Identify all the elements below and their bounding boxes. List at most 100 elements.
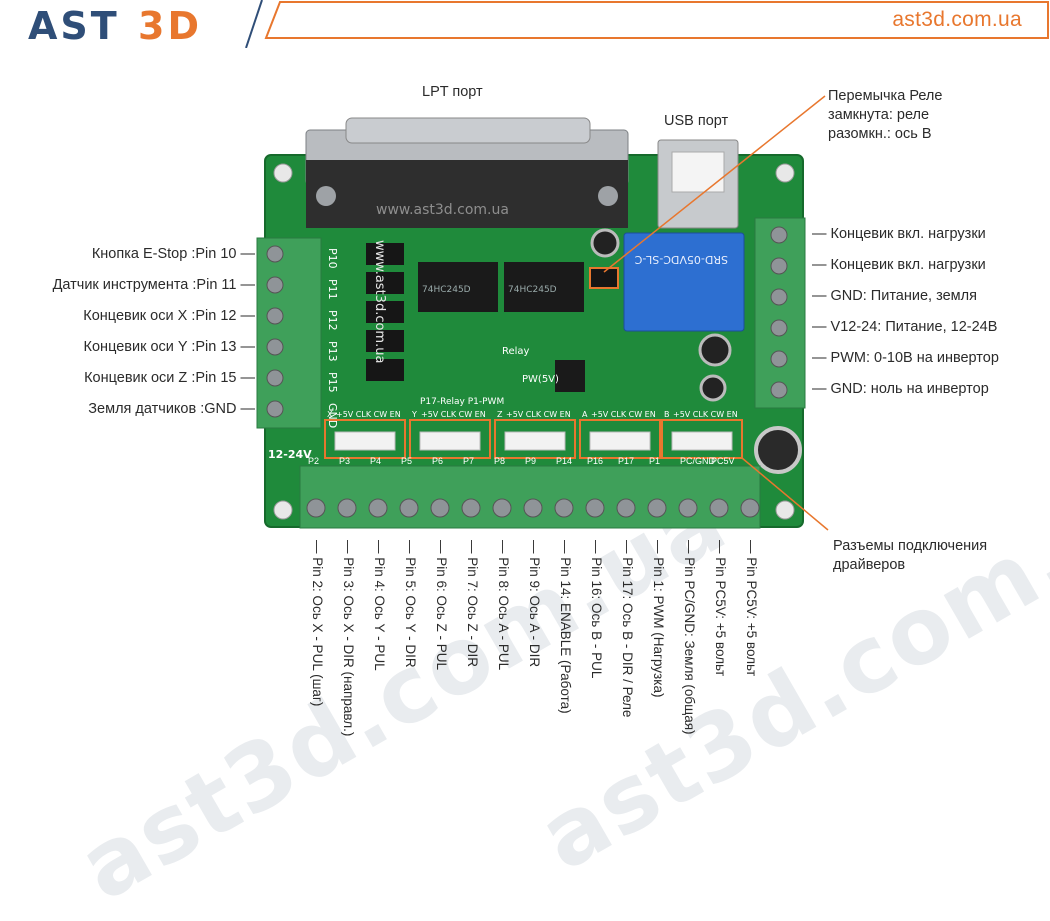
bottom-pin-silk: P2 — [308, 456, 320, 466]
left-pin-silk: GND — [326, 403, 339, 428]
header-logo-panel: AST 3D — [0, 0, 270, 48]
bottom-pin-label: — Pin 1: PWM (Нагрузка) — [651, 540, 666, 698]
lpt-screw — [598, 186, 618, 206]
terminal-screw — [523, 498, 543, 518]
driver-header-label: A — [582, 410, 588, 419]
driver-header-pins: +5V CLK CW EN — [421, 410, 486, 419]
lpt-connector-body — [306, 160, 628, 228]
right-terminal-screws — [770, 226, 788, 399]
lpt-port-label: LPT порт — [422, 84, 483, 100]
terminal-screw — [740, 498, 760, 518]
drivers-label-1: Разъемы подключения — [833, 538, 988, 554]
leader-relay-jumper — [603, 95, 826, 273]
bottom-pin-silk: P8 — [494, 456, 506, 466]
bottom-pin-label: — Pin 6: Ось Z - PUL — [434, 540, 449, 671]
optocouplers — [366, 243, 404, 381]
chip-74hc245 — [504, 262, 584, 312]
bottom-pin-silk: P16 — [587, 456, 604, 466]
relay-text: SRD-05VDC-SL-C — [634, 253, 728, 266]
lpt-connector-flange — [345, 117, 591, 144]
header-bar — [264, 1, 1049, 39]
left-pin-silk: P13 — [326, 341, 339, 362]
voltage-silk: 12-24V — [268, 448, 312, 461]
terminal-screw — [709, 498, 729, 518]
driver-header-label: Y — [411, 410, 417, 419]
capacitor — [590, 228, 620, 258]
bottom-pin-silk: P6 — [432, 456, 444, 466]
pw-silk: PW(5V) — [522, 374, 559, 385]
right-label-2: — Концевик вкл. нагрузки — [812, 257, 986, 273]
left-label-limit-x: Концевик оси X :Pin 12 — — [83, 308, 255, 324]
right-label-1: — Концевик вкл. нагрузки — [812, 226, 986, 242]
terminal-screw — [430, 498, 450, 518]
bottom-pin-silk: P1 — [649, 456, 661, 466]
transistor — [555, 360, 585, 392]
bottom-pin-label: — Pin PC5V: +5 вольт — [744, 540, 759, 677]
chip-74hc245 — [418, 262, 498, 312]
terminal-screw — [616, 498, 636, 518]
mount-hole — [775, 500, 795, 520]
drivers-label-2: драйверов — [833, 557, 906, 573]
right-label-v12-24: — V12-24: Питание, 12-24В — [812, 319, 998, 335]
driver-header-pins: +5V CLK CW EN — [673, 410, 738, 419]
capacitor — [698, 333, 732, 367]
bottom-pin-label: — Pin 8: Ось A - PUL — [496, 540, 511, 671]
terminal-screw — [492, 498, 512, 518]
terminal-screw — [461, 498, 481, 518]
left-label-estop: Кнопка E-Stop :Pin 10 — — [91, 246, 255, 262]
site-url[interactable]: ast3d.com.ua — [892, 8, 1022, 31]
pcb-url-vertical: www.ast3d.com.ua — [372, 240, 387, 363]
terminal-screw — [306, 498, 326, 518]
driver-header-pins: +5V CLK CW EN — [336, 410, 401, 419]
right-label-pwm: — PWM: 0-10В на инвертор — [812, 350, 999, 366]
relay-jumper-label-3: разомкн.: ось B — [828, 126, 932, 142]
breakout-board: www.ast3d.com.ua SRD-05VDC-SL-C 74HC245D… — [256, 95, 829, 531]
terminal-screw — [368, 498, 388, 518]
chip-label: 74HC245D — [422, 285, 471, 295]
usb-port-label: USB порт — [664, 113, 729, 129]
bottom-pin-label: — Pin 5: Ось Y - DIR — [403, 540, 418, 668]
driver-header-label: X — [327, 410, 333, 419]
bottom-pin-label: — Pin 16: Ось B - PUL — [589, 540, 604, 679]
left-label-limit-z: Концевик оси Z :Pin 15 — — [84, 370, 255, 386]
bottom-pin-label: — Pin PC5V: +5 вольт — [713, 540, 728, 677]
bottom-pin-silk: P5 — [401, 456, 413, 466]
relay-jumper-label-1: Перемычка Реле — [828, 88, 943, 104]
driver-header-label: Z — [497, 410, 503, 419]
bottom-terminal-screws — [306, 498, 760, 518]
left-label-gnd: Земля датчиков :GND — — [88, 401, 255, 417]
terminal-screw — [337, 498, 357, 518]
driver-headers — [324, 419, 743, 459]
bottom-pin-silk: P17 — [618, 456, 635, 466]
terminal-screw — [585, 498, 605, 518]
bottom-pin-silk: P9 — [525, 456, 537, 466]
chip-label: 74HC245D — [508, 285, 557, 295]
bottom-pin-label: — Pin 7: Ось Z - DIR — [465, 540, 480, 668]
logo-3d: 3D — [138, 4, 202, 48]
left-pin-silk: P15 — [326, 372, 339, 393]
pcb-url-silk: www.ast3d.com.ua — [376, 202, 509, 218]
left-pin-silk: P11 — [326, 279, 339, 300]
relay-jumper-label-2: замкнута: реле — [828, 107, 930, 123]
right-label-gnd-inverter: — GND: ноль на инвертор — [812, 381, 989, 397]
left-pin-silk: P12 — [326, 310, 339, 331]
left-terminal-screws — [266, 245, 284, 418]
bottom-pin-label: — Pin PC/GND: Земля (общая) — [682, 540, 697, 735]
bottom-terminal-block — [299, 465, 761, 529]
bottom-pin-silk: PC5V — [711, 456, 735, 466]
bottom-pin-silk: PC/GND — [680, 456, 716, 466]
right-label-gnd-power: — GND: Питание, земля — [812, 288, 977, 304]
right-terminal-block — [754, 217, 806, 409]
left-label-limit-y: Концевик оси Y :Pin 13 — — [83, 339, 255, 355]
capacitor — [754, 426, 802, 474]
bottom-pin-silk: P14 — [556, 456, 573, 466]
left-pin-silk: P10 — [326, 248, 339, 269]
relay — [623, 232, 745, 332]
bottom-pin-label: — Pin 4: Ось Y - PUL — [372, 540, 387, 671]
bottom-pin-silk: P4 — [370, 456, 382, 466]
terminal-screw — [554, 498, 574, 518]
mount-hole — [273, 163, 293, 183]
bottom-pin-label: — Pin 3: Ось X - DIR (направл.) — [341, 540, 356, 737]
p17-silk: P17-Relay P1-PWM — [420, 397, 504, 407]
mount-hole — [273, 500, 293, 520]
